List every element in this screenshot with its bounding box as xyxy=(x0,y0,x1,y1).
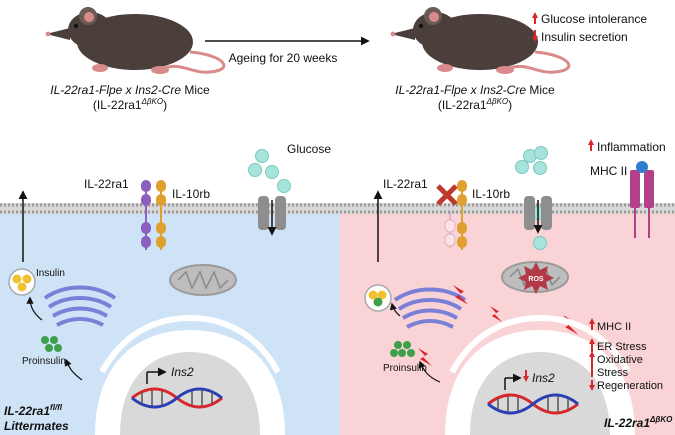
mhc-label: MHC II xyxy=(590,164,627,178)
svg-text:MHC II: MHC II xyxy=(597,321,631,333)
ins2-label-left: Ins2 xyxy=(171,365,194,379)
left-mouse-title: IL-22ra1-Flpe x Ins2-Cre Mice xyxy=(50,83,210,97)
il10rb-receptor-right xyxy=(457,180,467,250)
insulin-label: Insulin xyxy=(36,268,65,279)
er-nucleus-right xyxy=(445,315,635,435)
effect-list: Glucose intolerance Insulin secretion xyxy=(532,12,647,44)
ros-badge: ROS xyxy=(518,262,554,294)
glucose-transporter-left xyxy=(258,196,286,236)
right-mouse-subtitle: (IL-22ra1ΔβKO) xyxy=(438,97,512,112)
up-arrow-icon xyxy=(588,139,594,151)
up-arrow-icon xyxy=(589,351,595,377)
up-arrow-icon xyxy=(589,338,595,352)
ins2-label-right: Ins2 xyxy=(532,371,555,385)
effect-insulin-secretion: Insulin secretion xyxy=(541,30,628,44)
il22ra1-receptor xyxy=(141,180,151,250)
right-cell-title: IL-22ra1ΔβKO xyxy=(604,415,673,430)
golgi-to-vesicle-arrow-right xyxy=(389,302,401,317)
ins2-promoter-right xyxy=(504,370,529,390)
nucleus-to-granule-arrow-left xyxy=(64,358,83,381)
proinsulin-granules-left xyxy=(41,336,62,352)
down-arrow-icon xyxy=(589,380,595,391)
svg-text:Oxidative: Oxidative xyxy=(597,354,643,366)
nucleus-to-granule-arrow-right xyxy=(418,360,441,383)
proinsulin-granules-right xyxy=(390,341,415,357)
up-arrow-icon xyxy=(589,318,595,330)
inflammation-label: Inflammation xyxy=(588,139,666,154)
il10rb-receptor xyxy=(156,180,166,250)
x-mark-icon xyxy=(436,184,458,206)
insulin-vesicle xyxy=(8,268,36,296)
left-cell-subtitle: Littermates xyxy=(4,419,69,433)
il22ra1-receptor-faded xyxy=(444,212,456,248)
golgi-to-vesicle-arrow xyxy=(26,296,43,321)
proinsulin-label-right: Proinsulin xyxy=(383,363,427,374)
glucose-label: Glucose xyxy=(287,142,331,156)
mhc-ii-receptor xyxy=(630,161,654,238)
proinsulin-label-left: Proinsulin xyxy=(22,356,66,367)
left-il22ra1-label: IL-22ra1 xyxy=(84,177,129,191)
right-mouse-title: IL-22ra1-Flpe x Ins2-Cre Mice xyxy=(395,83,555,97)
svg-text:ER Stress: ER Stress xyxy=(597,341,647,353)
left-mouse-subtitle: (IL-22ra1ΔβKO) xyxy=(93,97,167,112)
left-cell-title: IL-22ra1fl/fl xyxy=(4,403,63,418)
left-il10rb-label: IL-10rb xyxy=(172,187,210,201)
right-effects-list: MHC II ER Stress Oxidative Stress Regene… xyxy=(589,318,663,392)
svg-text:Stress: Stress xyxy=(597,367,629,379)
ageing-label: Ageing for 20 weeks xyxy=(229,51,338,65)
svg-text:Inflammation: Inflammation xyxy=(597,140,666,154)
down-arrow-icon xyxy=(523,370,529,382)
glucose-transporter-right xyxy=(524,196,552,234)
effect-glucose-intolerance: Glucose intolerance xyxy=(541,12,647,26)
ins2-promoter-left xyxy=(146,367,167,384)
mouse-left-icon xyxy=(44,5,226,76)
svg-text:ROS: ROS xyxy=(528,276,544,283)
right-il10rb-label: IL-10rb xyxy=(472,187,510,201)
glucose-molecules-left xyxy=(248,149,291,193)
mitochondrion-left xyxy=(169,264,237,296)
insulin-vesicle-right xyxy=(364,284,392,312)
right-il22ra1-label: IL-22ra1 xyxy=(383,177,428,191)
down-arrow-icon xyxy=(532,30,538,42)
up-arrow-icon xyxy=(532,12,538,24)
cell-membrane xyxy=(0,203,675,214)
svg-text:Regeneration: Regeneration xyxy=(597,380,663,392)
